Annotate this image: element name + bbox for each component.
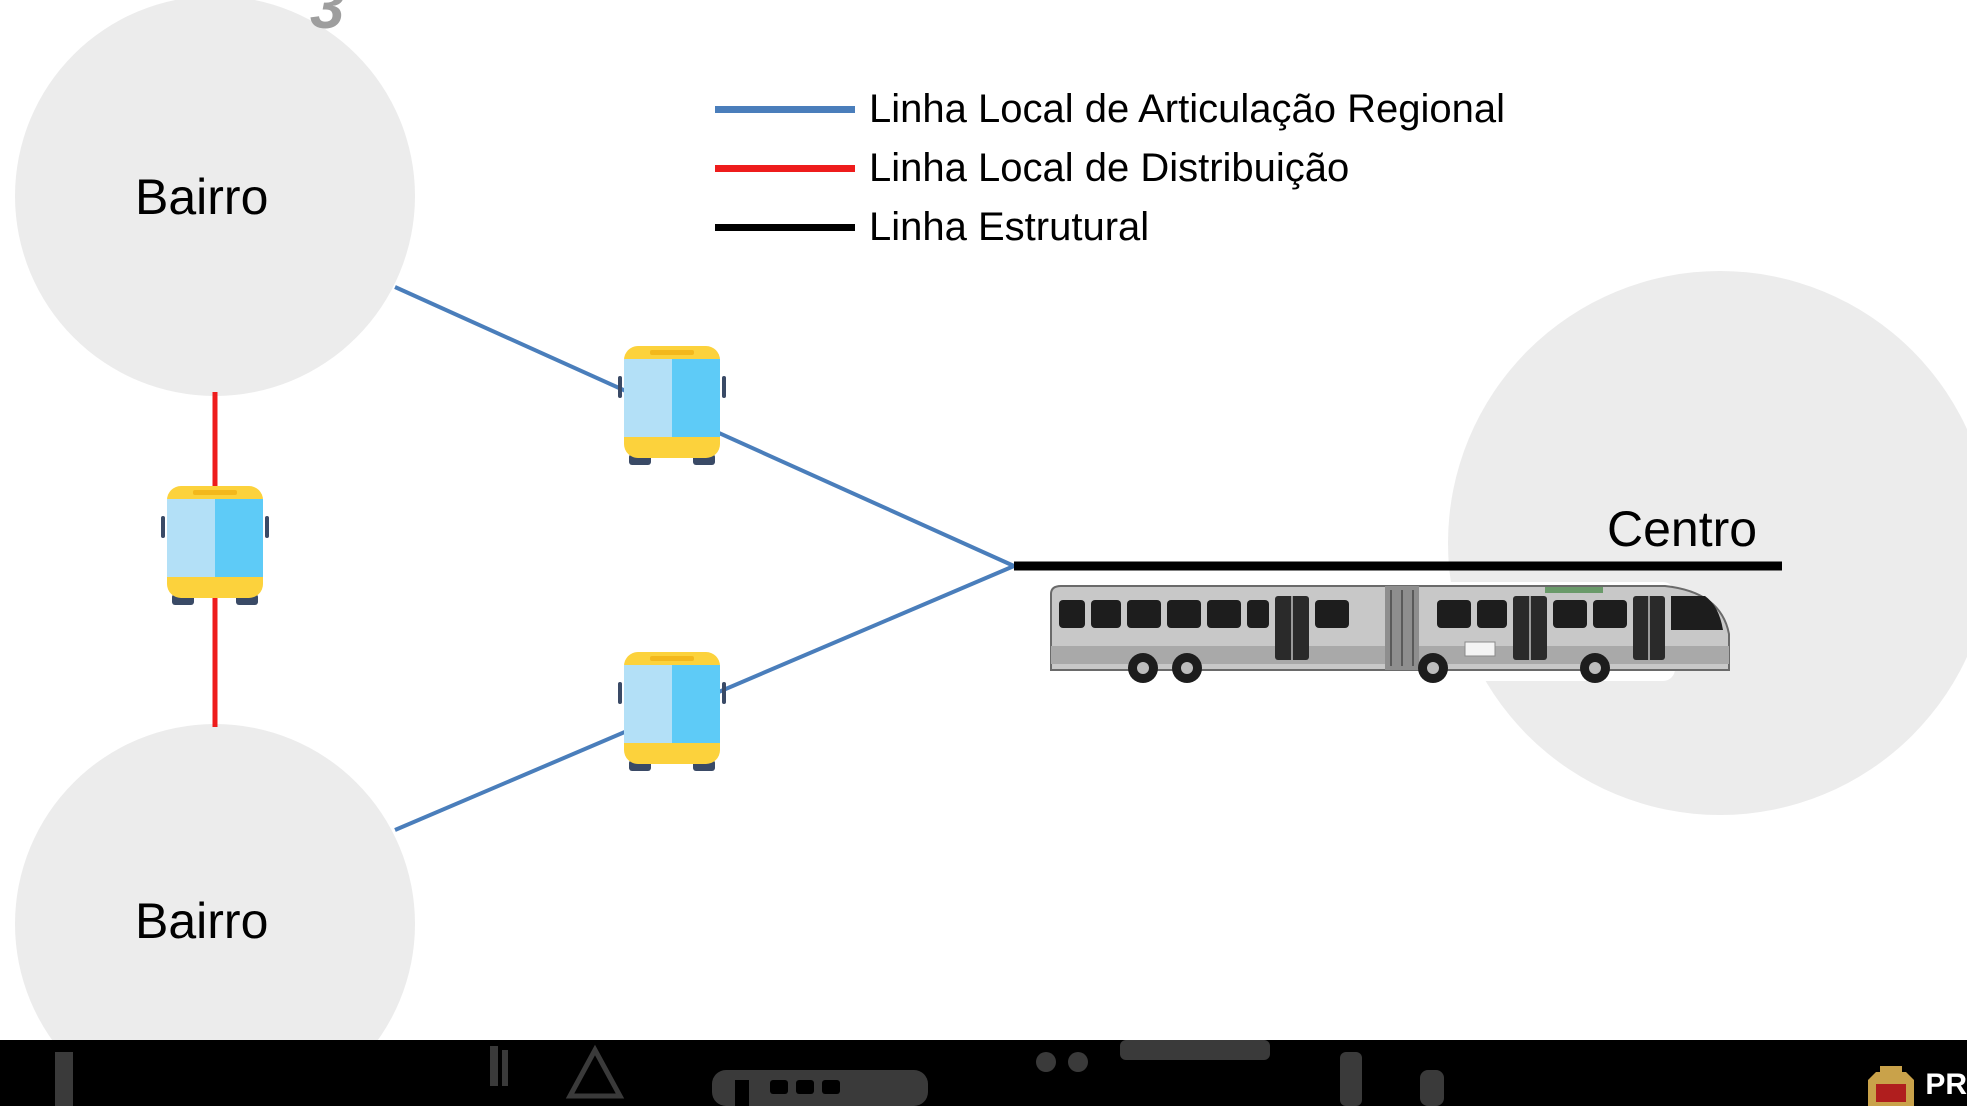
node-bairro-bottom-label: Bairro [135, 893, 269, 949]
legend-swatch-distribution [715, 164, 855, 172]
legend-item-distribution: Linha Local de Distribuição [715, 145, 1350, 190]
node-bairro-bottom-circle [15, 724, 415, 1106]
node-bairro-top-label: Bairro [135, 169, 269, 225]
footer-pattern [55, 1040, 1444, 1106]
city-coat-of-arms-icon [1868, 1066, 1914, 1106]
articulated-bus-icon [1045, 582, 1730, 683]
slide-number: 3 [310, 0, 345, 42]
legend-swatch-structural [715, 223, 855, 231]
node-bairro-top-circle [15, 0, 415, 396]
legend-item-regional: Linha Local de Articulação Regional [715, 86, 1505, 131]
legend-label-distribution: Linha Local de Distribuição [869, 145, 1350, 190]
footer-brand-text: PR [1925, 1068, 1967, 1101]
footer-band: PR [0, 1040, 1967, 1106]
bus-icon [618, 346, 726, 465]
legend-label-regional: Linha Local de Articulação Regional [869, 86, 1505, 131]
bus-icon [161, 486, 269, 605]
node-centro-label: Centro [1607, 501, 1758, 557]
legend-swatch-regional [715, 105, 855, 113]
bus-icon [618, 652, 726, 771]
legend-item-structural: Linha Estrutural [715, 204, 1150, 249]
legend-label-structural: Linha Estrutural [869, 204, 1150, 249]
